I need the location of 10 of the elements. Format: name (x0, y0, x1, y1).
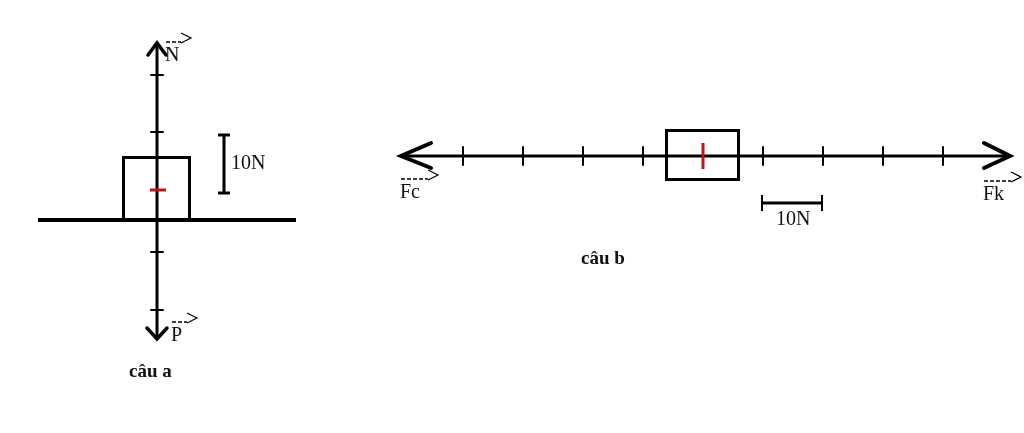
vector-label: P (171, 324, 183, 344)
vector-label: Fc (400, 181, 420, 201)
caption: câu b (581, 248, 625, 267)
block-rectangle (122, 156, 191, 221)
vector-label: Fk (983, 183, 1005, 203)
block-rectangle (665, 129, 740, 181)
scale-label: 10N (231, 152, 266, 172)
scale-label: 10N (776, 208, 811, 228)
caption: câu a (129, 361, 172, 380)
vector-label: N (165, 44, 180, 64)
